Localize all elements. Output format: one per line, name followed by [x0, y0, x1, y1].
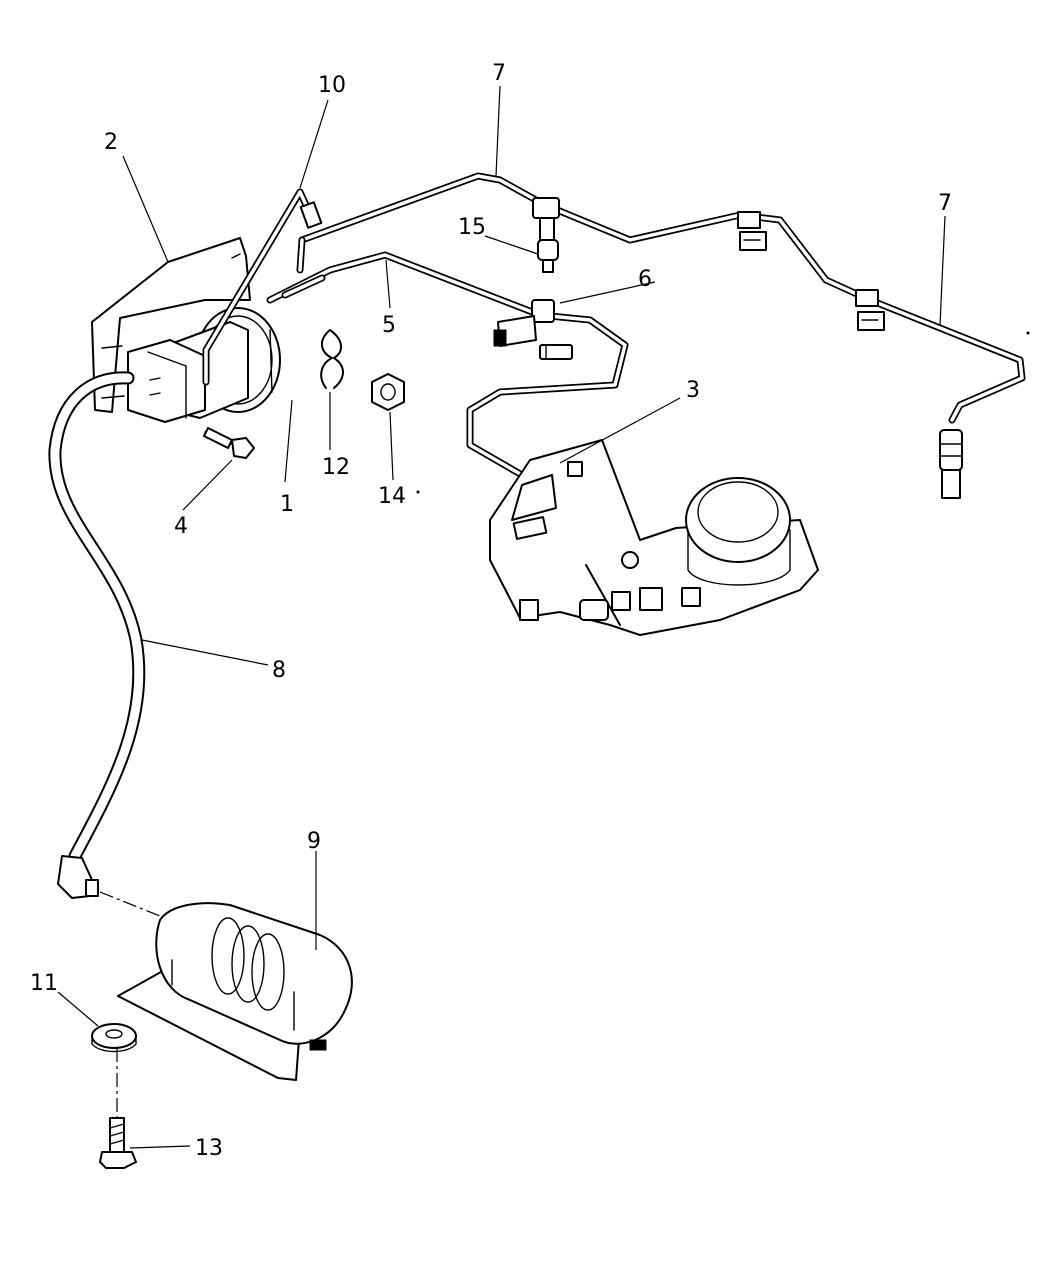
callout-labels: 2 10 7 15 6 5 3 7 4 1 12 14 8 9 11 13	[30, 61, 952, 1161]
callout-14: 14	[378, 484, 406, 509]
cable-clip	[493, 299, 573, 360]
hex-nut	[371, 373, 405, 411]
callout-1: 1	[280, 492, 294, 517]
vacuum-line-small	[202, 188, 323, 386]
throttle-body	[489, 439, 819, 636]
line-end-connector	[939, 429, 963, 499]
callout-6: 6	[638, 267, 652, 292]
tee-connector	[532, 197, 560, 241]
callout-11: 10	[318, 73, 346, 98]
mounting-bolt	[203, 427, 255, 459]
throttle-cable	[266, 251, 629, 479]
callout-9: 9	[307, 829, 321, 854]
mounting-bracket	[91, 237, 251, 413]
leader-lines	[57, 85, 946, 1149]
reservoir-bolt	[99, 1117, 137, 1169]
callout-4: 4	[174, 514, 188, 539]
callout-12: 11	[30, 971, 58, 996]
callout-7-upper: 7	[492, 61, 506, 86]
callout-8: 8	[272, 658, 286, 683]
callout-13: 12	[322, 455, 350, 480]
servo-actuator	[127, 307, 281, 423]
assembly-line-hose	[99, 891, 171, 921]
callout-7-right: 7	[938, 191, 952, 216]
vacuum-reservoir	[117, 902, 353, 1081]
line-clips	[737, 211, 885, 331]
callout-10: 13	[195, 1136, 223, 1161]
retaining-clip	[320, 329, 344, 389]
check-valve	[537, 239, 559, 273]
vacuum-line-main	[296, 172, 1026, 424]
callout-5: 5	[382, 313, 396, 338]
callout-15: 15	[458, 215, 486, 240]
callout-3: 3	[686, 378, 700, 403]
specks	[416, 331, 1030, 494]
washer	[91, 1023, 137, 1053]
callout-2: 2	[104, 130, 118, 155]
vacuum-hose	[48, 371, 146, 899]
